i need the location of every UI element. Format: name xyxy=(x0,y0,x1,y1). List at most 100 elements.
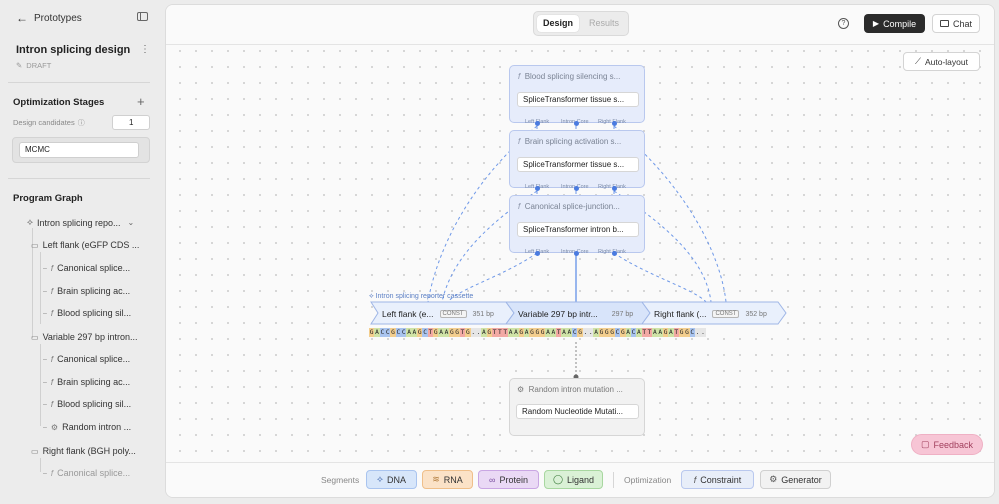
nucleotide: . xyxy=(694,328,701,337)
nucleotide: C xyxy=(630,328,637,337)
chevron-down-icon[interactable]: ⌄ xyxy=(127,218,135,227)
auto-layout-button[interactable]: ⟋ Auto-layout xyxy=(903,52,980,71)
arrow-left-icon: ← xyxy=(16,11,28,25)
nucleotide: T xyxy=(673,328,679,337)
port-dot[interactable] xyxy=(574,186,579,191)
feedback-button[interactable]: ▢ Feedback xyxy=(911,434,983,455)
rna-icon: ≋ xyxy=(432,474,440,484)
nucleotide: C xyxy=(401,328,407,337)
add-rna-button[interactable]: ≋RNA xyxy=(422,470,473,489)
segment-left-flank[interactable]: Left flank (e... CONST 351 bp xyxy=(382,306,502,322)
port-dot[interactable] xyxy=(612,186,617,191)
graph-canvas[interactable]: Design Results ? ▶ Compile Chat ⟋ Auto-l… xyxy=(165,4,995,498)
port-dot[interactable] xyxy=(612,251,617,256)
nucleotide: C xyxy=(614,328,621,337)
add-dna-button[interactable]: ⟡DNA xyxy=(366,470,417,489)
tree-item-variable-intron[interactable]: ▭ Variable 297 bp intron... xyxy=(31,332,138,342)
nucleotide: . xyxy=(475,328,482,337)
nucleotide: C xyxy=(395,328,402,337)
algorithm-select[interactable]: MCMC xyxy=(19,142,139,158)
node-model-field[interactable]: SpliceTransformer tissue s... xyxy=(517,92,639,107)
nucleotide: G xyxy=(518,328,524,337)
node-title: Brain splicing activation s... xyxy=(524,137,622,146)
node-model-field[interactable]: Random Nucleotide Mutati... xyxy=(516,404,639,419)
nucleotide: T xyxy=(646,328,653,337)
nucleotide: A xyxy=(545,328,551,337)
sparkle-icon: ⟡ xyxy=(27,217,33,227)
tree-item-generator[interactable]: –⚙ Random intron ... xyxy=(43,422,132,432)
constraint-node-canonical[interactable]: f Canonical splice-junction... SpliceTra… xyxy=(509,195,645,255)
tree-item-right-flank[interactable]: ▭ Right flank (BGH poly... xyxy=(31,446,136,456)
tag-icon: ▭ xyxy=(31,446,39,456)
nucleotide: T xyxy=(427,328,434,337)
help-icon[interactable]: ? xyxy=(838,18,849,29)
function-icon: f xyxy=(518,72,521,81)
segment-variable-intron[interactable]: Variable 297 bp intr... 297 bp xyxy=(518,306,643,322)
port-dot[interactable] xyxy=(574,121,579,126)
tab-design[interactable]: Design xyxy=(537,15,579,32)
dna-icon: ⟡ xyxy=(377,474,383,484)
tree-item-constraint[interactable]: –f Canonical splice... xyxy=(43,354,131,364)
port-dot[interactable] xyxy=(535,186,540,191)
node-model-field[interactable]: SpliceTransformer tissue s... xyxy=(517,157,639,172)
nucleotide: T xyxy=(641,328,647,337)
generator-node-random[interactable]: ⚙ Random intron mutation ... Random Nucl… xyxy=(509,378,645,436)
design-candidates-input[interactable]: 1 xyxy=(112,115,150,130)
magic-wand-icon: ⟋ xyxy=(915,56,921,66)
nucleotide: G xyxy=(454,328,460,337)
tree-item-constraint[interactable]: –f Brain splicing ac... xyxy=(43,286,131,296)
nucleotide: C xyxy=(689,328,695,337)
message-icon: ▢ xyxy=(920,439,930,449)
project-menu-icon[interactable]: ⋮ xyxy=(140,44,150,55)
port-dot[interactable] xyxy=(612,121,617,126)
add-stage-icon[interactable]: + xyxy=(137,94,145,109)
nucleotide: G xyxy=(529,328,535,337)
nucleotide: G xyxy=(465,328,471,337)
function-icon: f xyxy=(50,354,54,364)
tree-item-left-flank[interactable]: ▭ Left flank (eGFP CDS ... xyxy=(31,240,140,250)
nucleotide: T xyxy=(459,328,466,337)
tree-item-constraint[interactable]: –f Canonical splice... xyxy=(43,468,131,478)
tree-guide xyxy=(32,228,33,338)
nucleotide: A xyxy=(593,328,599,337)
tag-icon: ▭ xyxy=(31,240,39,250)
tree-item-constraint[interactable]: –f Blood splicing sil... xyxy=(43,308,132,318)
nucleotide: A xyxy=(507,328,514,337)
tree-item-constraint[interactable]: –f Blood splicing sil... xyxy=(43,399,132,409)
tree-item-constraint[interactable]: –f Brain splicing ac... xyxy=(43,377,131,387)
add-protein-button[interactable]: ∞Protein xyxy=(478,470,539,489)
chat-button[interactable]: Chat xyxy=(932,14,980,33)
nucleotide: . xyxy=(582,328,589,337)
tree-item-root[interactable]: ⟡ Intron splicing repo... ⌄ xyxy=(27,217,135,228)
segment-right-flank[interactable]: Right flank (... CONST 352 bp xyxy=(654,306,784,322)
nucleotide: A xyxy=(668,328,674,337)
cassette-label: ⟡ Intron splicing reporter cassette xyxy=(369,293,474,300)
sidebar-toggle-icon[interactable] xyxy=(137,12,148,21)
port-dot[interactable] xyxy=(535,121,540,126)
port-dot[interactable] xyxy=(535,251,540,256)
back-button[interactable]: ← Prototypes xyxy=(16,11,82,25)
tag-icon: ▭ xyxy=(31,332,39,342)
nucleotide: G xyxy=(390,328,396,337)
const-badge: CONST xyxy=(712,310,740,318)
sparkle-icon: ⟡ xyxy=(369,293,374,300)
nucleotide: T xyxy=(497,328,503,337)
tree-item-constraint[interactable]: –f Canonical splice... xyxy=(43,263,131,273)
function-icon: f xyxy=(50,399,54,409)
constraint-node-blood[interactable]: f Blood splicing silencing s... SpliceTr… xyxy=(509,65,645,125)
constraint-node-brain[interactable]: f Brain splicing activation s... SpliceT… xyxy=(509,130,645,190)
segment-name: Left flank (e... xyxy=(382,309,434,319)
add-generator-button[interactable]: ⚙Generator xyxy=(760,470,831,489)
node-model-field[interactable]: SpliceTransformer intron b... xyxy=(517,222,639,237)
port-dot[interactable] xyxy=(574,251,579,256)
tree-guide xyxy=(40,252,41,324)
nucleotide: A xyxy=(374,328,380,337)
nucleotide: A xyxy=(523,328,530,337)
nucleotide: G xyxy=(540,328,546,337)
tab-results[interactable]: Results xyxy=(588,18,619,28)
gear-icon: ⚙ xyxy=(50,422,59,432)
compile-button[interactable]: ▶ Compile xyxy=(864,14,925,33)
nucleotide: G xyxy=(604,328,610,337)
add-ligand-button[interactable]: ◯Ligand xyxy=(544,470,603,489)
